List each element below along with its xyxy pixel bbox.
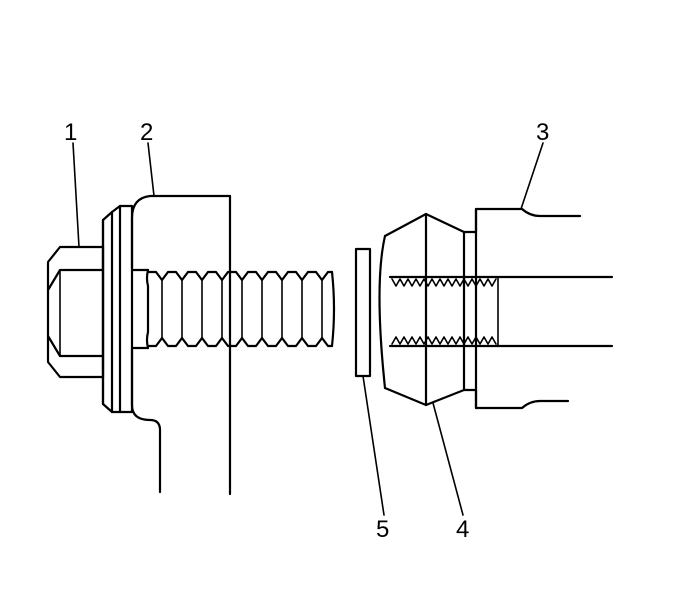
callout-labels: 1 2 3 4 5: [64, 119, 549, 543]
leader-line-4: [432, 402, 464, 516]
washer: [354, 247, 372, 378]
leader-line-3: [520, 142, 544, 210]
leader-lines: [72, 142, 544, 516]
leader-line-1: [72, 142, 80, 248]
leader-line-2: [147, 142, 155, 197]
bolt-threads: [130, 268, 336, 350]
callout-4: 4: [456, 516, 469, 543]
callout-1: 1: [64, 119, 77, 146]
callout-3: 3: [536, 119, 549, 146]
callout-2: 2: [140, 119, 153, 146]
leader-line-5: [362, 375, 385, 516]
bolt-head: [46, 204, 134, 414]
callout-5: 5: [376, 516, 389, 543]
rod-assembly: [474, 207, 614, 410]
nut: [378, 212, 500, 407]
